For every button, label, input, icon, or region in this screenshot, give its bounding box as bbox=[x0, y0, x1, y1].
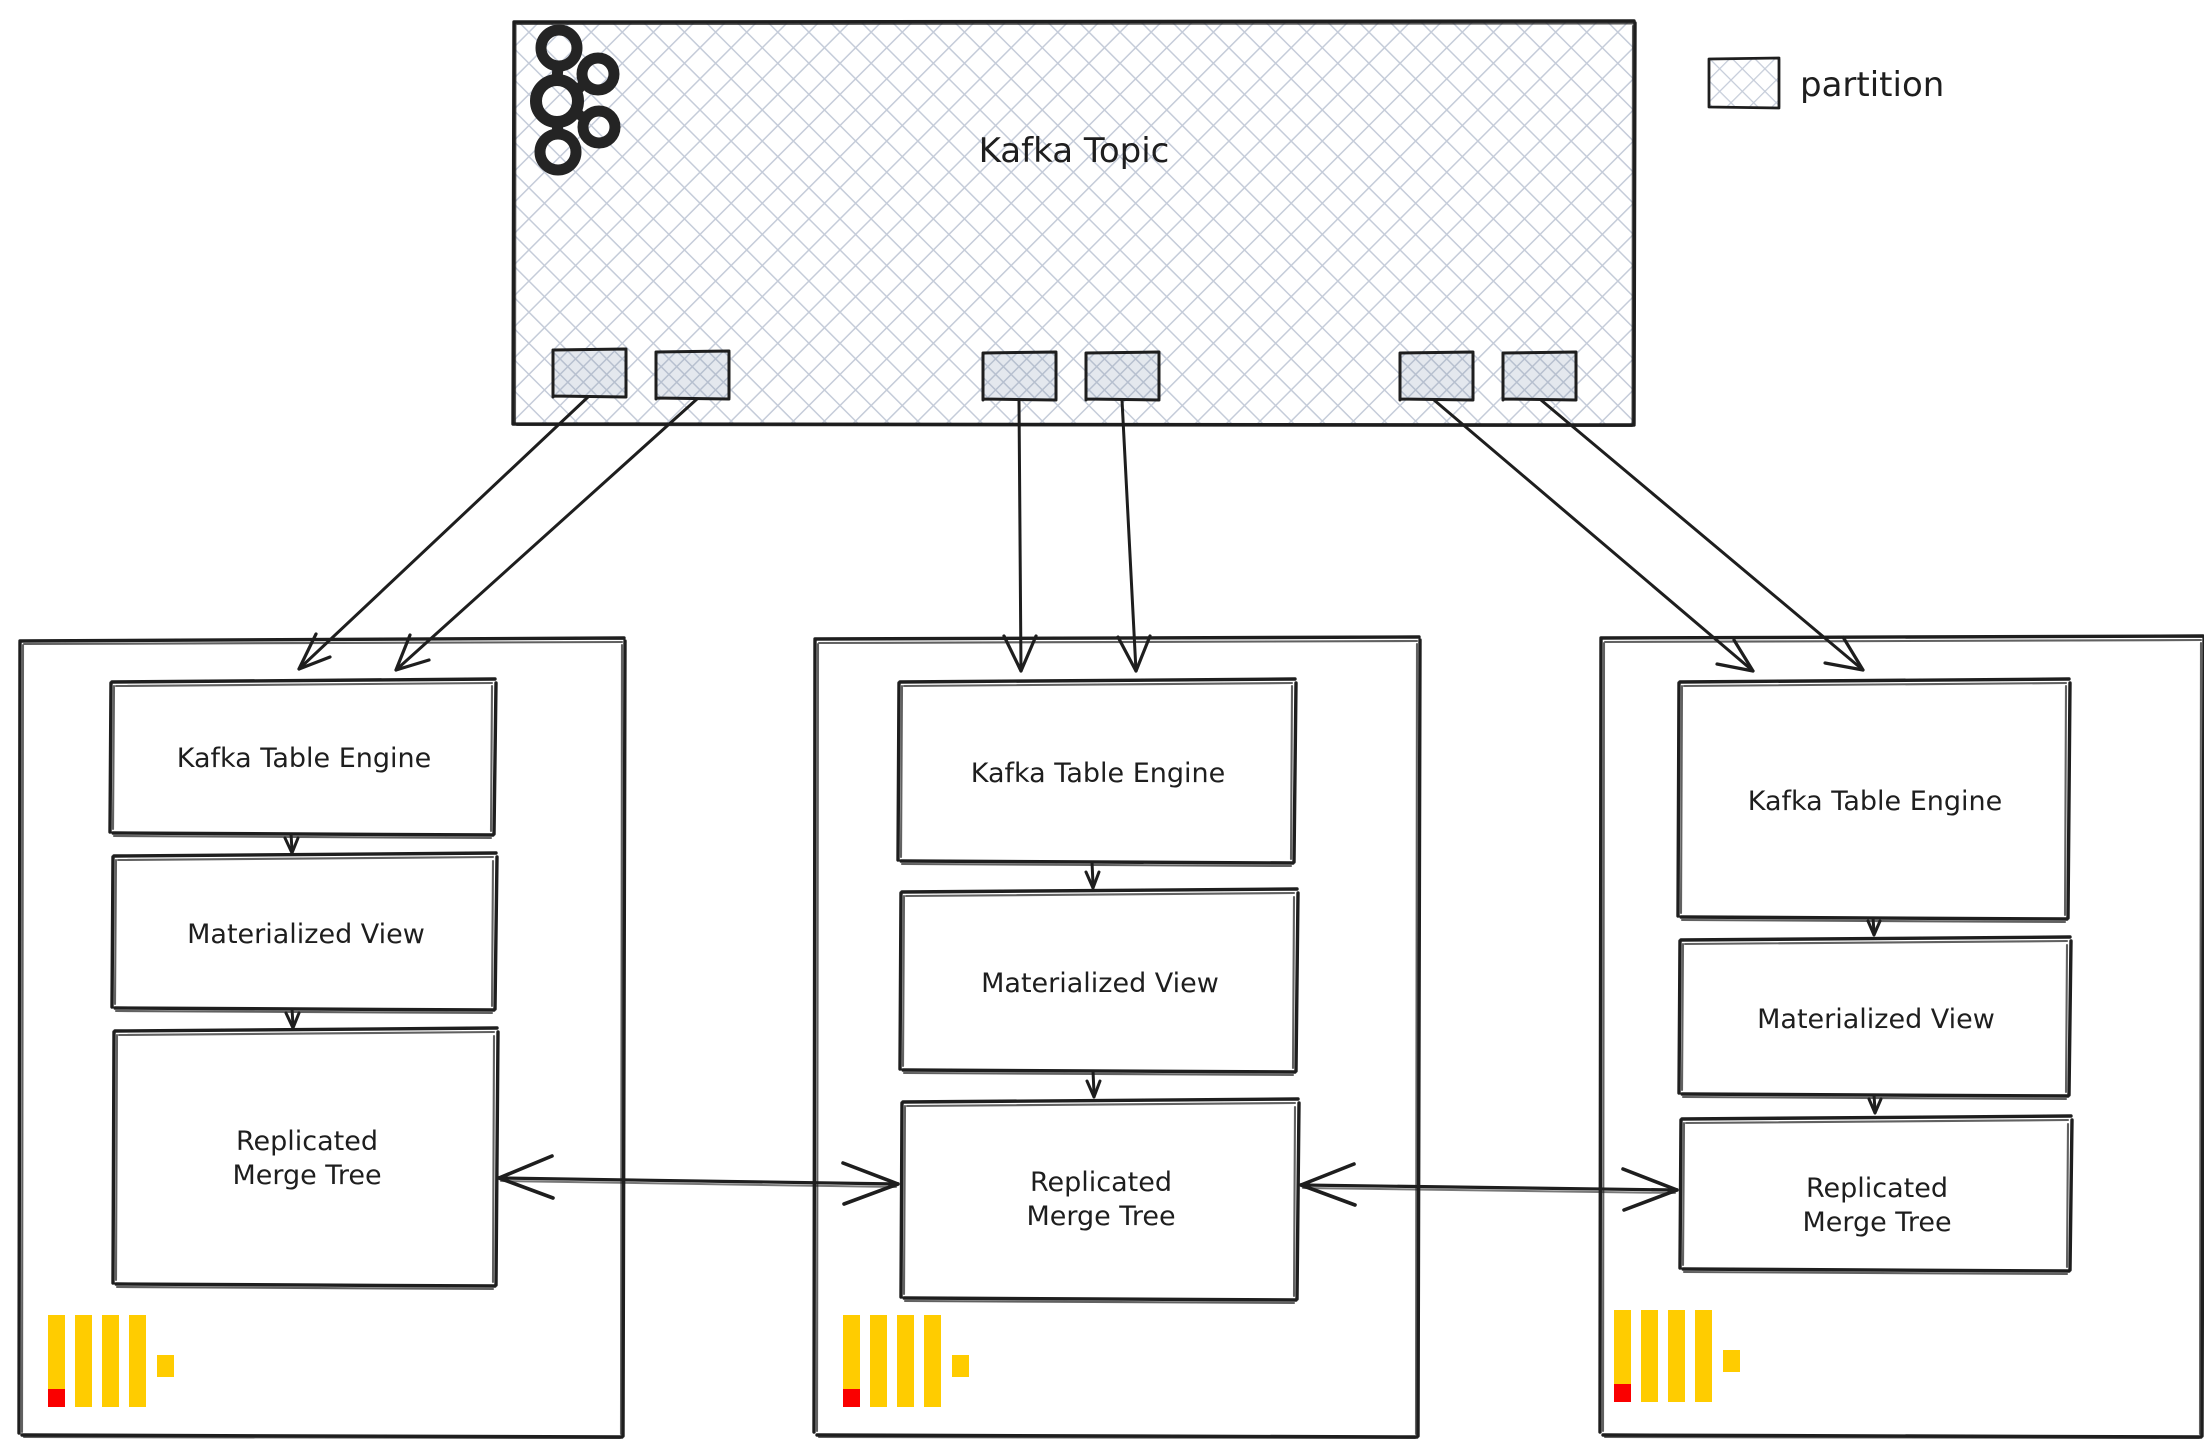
cluster-box-node-3[interactable] bbox=[1598, 634, 2204, 1440]
arrow-partition5-to-node3 bbox=[1539, 398, 1865, 672]
box-rmt-1[interactable] bbox=[111, 1026, 500, 1291]
box-mv-3[interactable] bbox=[1677, 935, 2073, 1101]
box-mv-2[interactable] bbox=[898, 887, 1300, 1077]
arrow-partition2-to-node2 bbox=[1002, 398, 1038, 673]
cluster-box-node-2[interactable] bbox=[812, 635, 1422, 1440]
cluster-box-node-1[interactable] bbox=[17, 636, 627, 1440]
clickhouse-logo-1 bbox=[48, 1315, 174, 1407]
box-kte-1[interactable] bbox=[108, 677, 498, 840]
clickhouse-logo-2 bbox=[843, 1315, 969, 1407]
box-rmt-3[interactable] bbox=[1678, 1114, 2074, 1276]
kafka-logo bbox=[530, 24, 621, 176]
box-rmt-2[interactable] bbox=[899, 1097, 1301, 1305]
clickhouse-logo-3 bbox=[1614, 1310, 1740, 1402]
arrow-mv1-to-rmt1 bbox=[284, 1007, 301, 1030]
arrow-mv2-to-rmt2 bbox=[1085, 1069, 1102, 1099]
partition-box-3[interactable] bbox=[1084, 350, 1161, 402]
arrow-partition4-to-node3 bbox=[1432, 398, 1755, 673]
replication-arrow-node2-node3 bbox=[1299, 1162, 1679, 1212]
partition-box-1[interactable] bbox=[654, 349, 731, 401]
box-kte-2[interactable] bbox=[896, 677, 1298, 868]
arrow-partition1-to-node1 bbox=[394, 397, 699, 672]
arrow-partition3-to-node2 bbox=[1116, 398, 1152, 673]
partition-box-0[interactable] bbox=[551, 347, 628, 399]
arrow-kte1-to-mv1 bbox=[283, 832, 300, 855]
box-kte-3[interactable] bbox=[1676, 677, 2072, 924]
arrow-mv3-to-rmt3 bbox=[1867, 1093, 1883, 1115]
partition-swatch bbox=[1707, 56, 1781, 110]
partition-box-2[interactable] bbox=[981, 350, 1058, 402]
arrow-kte3-to-mv3 bbox=[1866, 916, 1882, 937]
box-mv-1[interactable] bbox=[110, 851, 499, 1015]
replication-arrow-node1-node2 bbox=[497, 1154, 900, 1206]
partition-box-5[interactable] bbox=[1501, 350, 1578, 402]
partition-box-4[interactable] bbox=[1398, 350, 1475, 402]
arrow-kte2-to-mv2 bbox=[1084, 860, 1101, 890]
